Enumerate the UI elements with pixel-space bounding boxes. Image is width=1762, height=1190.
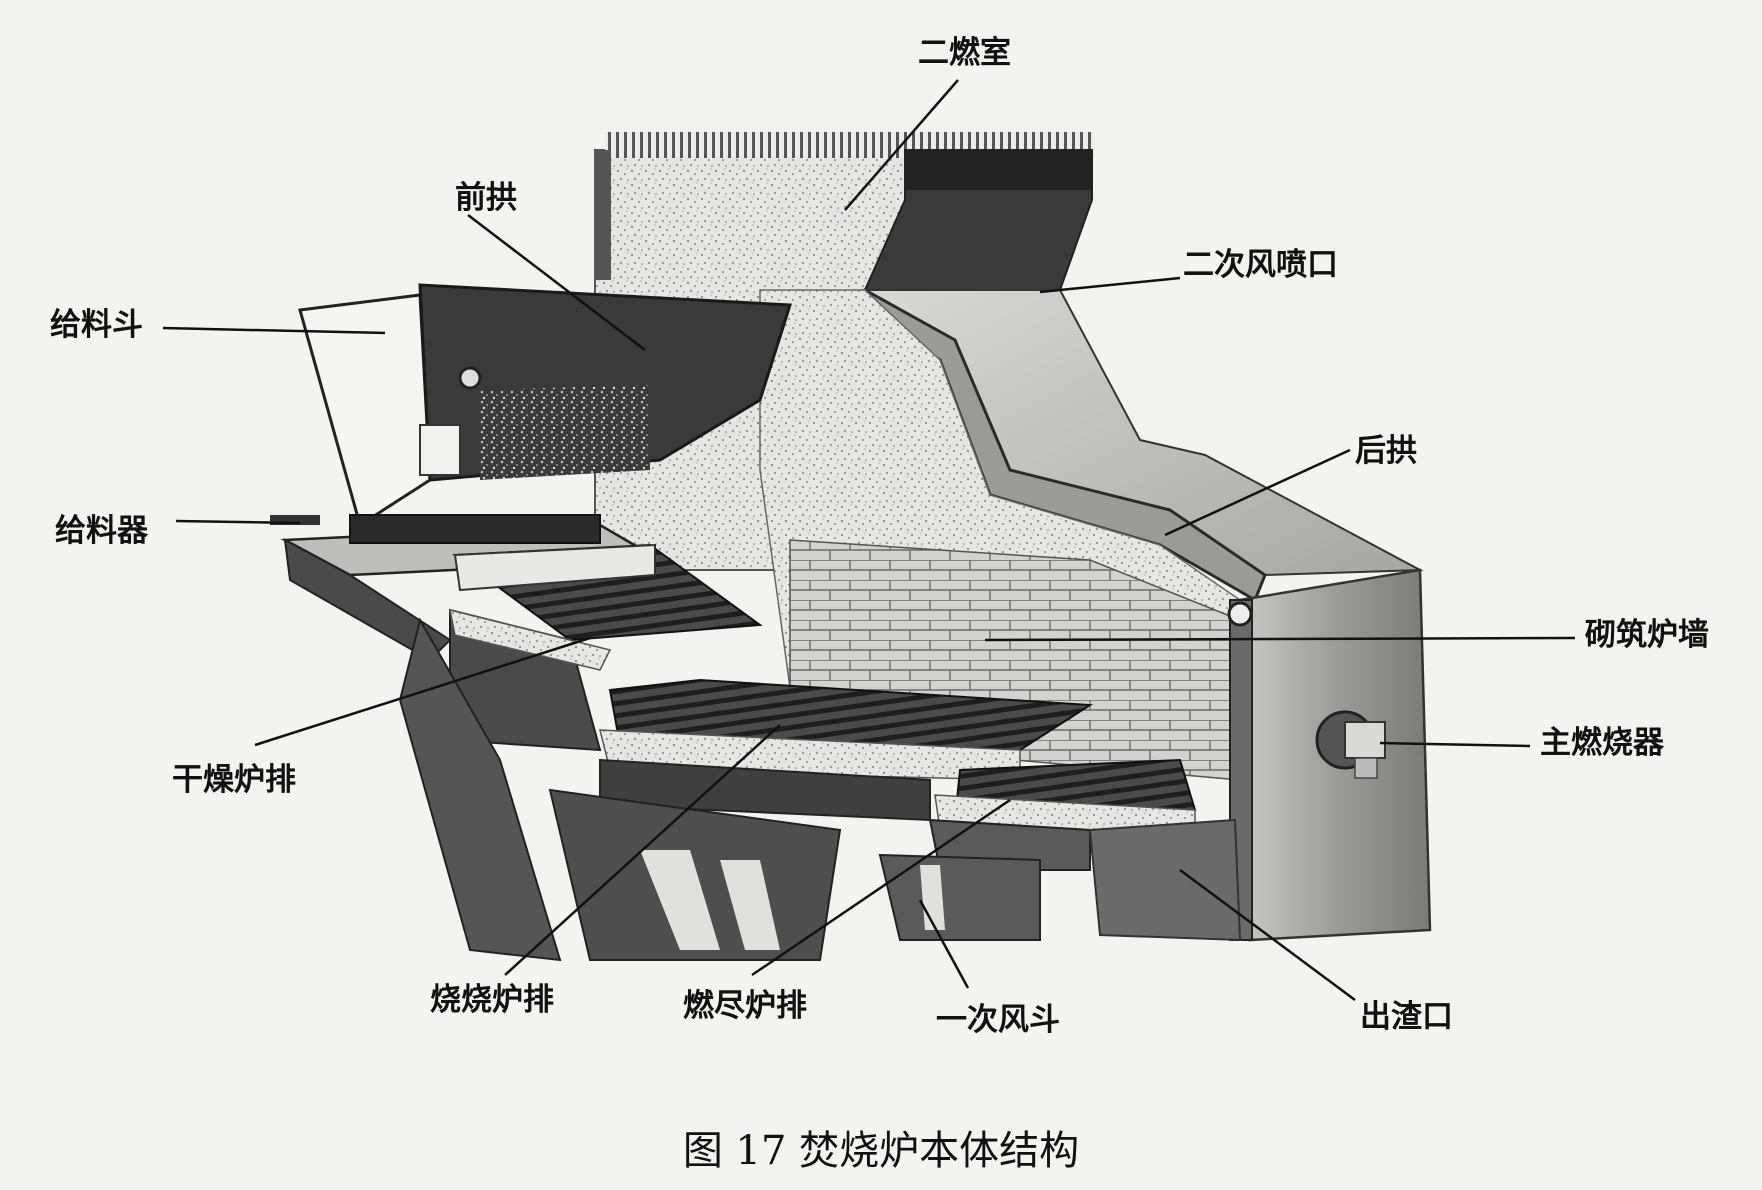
label-front-arch: 前拱	[455, 180, 517, 216]
label-main-burner: 主燃烧器	[1540, 725, 1664, 761]
label-masonry-wall: 砌筑炉墙	[1585, 617, 1709, 653]
label-slag-outlet: 出渣口	[1360, 999, 1453, 1035]
label-secondary-air-nozzle: 二次风喷口	[1183, 247, 1338, 283]
label-primary-air-hopper: 一次风斗	[936, 1002, 1060, 1038]
label-burnout-grate: 燃尽炉排	[683, 988, 807, 1024]
label-feed-hopper: 给料斗	[50, 307, 143, 343]
label-drying-grate: 干燥炉排	[172, 762, 296, 798]
label-burning-grate: 烧烧炉排	[430, 982, 554, 1018]
label-rear-arch: 后拱	[1355, 433, 1417, 469]
label-feeder: 给料器	[55, 513, 148, 549]
label-secondary-chamber: 二燃室	[918, 35, 1011, 71]
figure-caption: 图 17 焚烧炉本体结构	[682, 1128, 1080, 1174]
